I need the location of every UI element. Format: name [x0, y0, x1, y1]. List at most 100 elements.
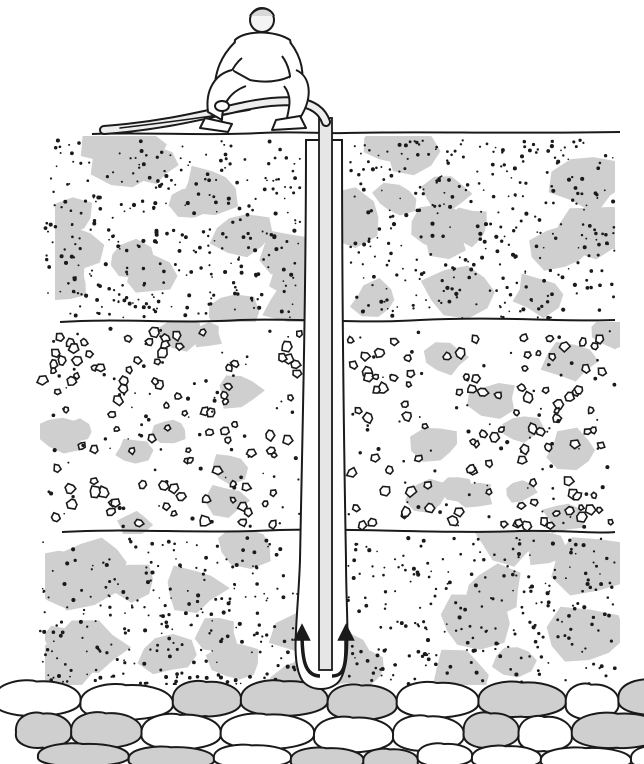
- pebble: [111, 499, 120, 507]
- speckle: [167, 613, 170, 616]
- speckle: [138, 433, 141, 436]
- speckle: [152, 208, 155, 211]
- speckle: [538, 673, 541, 676]
- speckle: [47, 292, 49, 294]
- speckle: [371, 284, 373, 286]
- speckle: [397, 566, 399, 568]
- speckle: [506, 565, 509, 568]
- speckle: [79, 162, 82, 165]
- speckle: [279, 522, 281, 524]
- speckle: [560, 150, 562, 152]
- speckle: [505, 440, 509, 444]
- speckle: [113, 377, 116, 380]
- speckle: [548, 585, 550, 587]
- speckle: [206, 172, 210, 176]
- speckle: [538, 218, 542, 222]
- speckle: [428, 576, 431, 579]
- speckle: [569, 566, 571, 568]
- speckle: [165, 624, 169, 628]
- speckle: [597, 254, 600, 257]
- speckle: [64, 261, 68, 265]
- speckle: [354, 145, 356, 147]
- speckle: [104, 262, 108, 266]
- speckle: [466, 183, 469, 186]
- speckle: [494, 235, 498, 239]
- speckle: [372, 575, 374, 577]
- speckle: [56, 165, 58, 167]
- speckle: [180, 157, 182, 159]
- speckle: [585, 279, 588, 282]
- grey-blotch: [40, 228, 104, 271]
- grey-blotch: [218, 527, 271, 569]
- speckle: [589, 586, 593, 590]
- speckle: [156, 644, 159, 647]
- speckle: [283, 280, 285, 282]
- speckle: [532, 540, 535, 543]
- speckle: [262, 231, 264, 233]
- speckle: [419, 278, 421, 280]
- speckle: [221, 247, 224, 250]
- speckle: [520, 656, 523, 659]
- speckle: [71, 598, 75, 602]
- speckle: [55, 624, 58, 627]
- speckle: [123, 659, 125, 661]
- speckle: [205, 660, 208, 663]
- boulder: [38, 743, 129, 764]
- speckle: [364, 604, 368, 608]
- grey-blotch: [168, 566, 230, 614]
- speckle: [208, 251, 211, 254]
- speckle: [79, 247, 82, 250]
- pebble: [149, 327, 159, 337]
- speckle: [235, 683, 237, 685]
- speckle: [392, 674, 394, 676]
- speckle: [42, 661, 44, 663]
- pebble: [584, 429, 591, 435]
- speckle: [124, 612, 126, 614]
- speckle: [569, 628, 572, 631]
- speckle: [422, 192, 425, 195]
- speckle: [486, 485, 488, 487]
- pebble: [90, 446, 98, 454]
- speckle: [93, 197, 95, 199]
- pebble: [541, 518, 548, 526]
- speckle: [265, 633, 268, 636]
- speckle: [240, 640, 244, 644]
- speckle: [428, 306, 430, 308]
- speckle: [499, 226, 502, 229]
- speckle: [292, 277, 294, 279]
- speckle: [93, 219, 96, 222]
- speckle: [255, 582, 259, 586]
- speckle: [214, 240, 216, 242]
- pebble: [152, 378, 159, 385]
- speckle: [178, 563, 182, 567]
- speckle: [47, 674, 49, 676]
- speckle: [84, 294, 88, 298]
- speckle: [252, 550, 256, 554]
- pebble: [107, 509, 116, 516]
- speckle: [529, 437, 531, 439]
- speckle: [117, 301, 119, 303]
- speckle: [266, 232, 268, 234]
- speckle: [57, 674, 61, 678]
- speckle: [560, 223, 562, 225]
- speckle: [231, 565, 234, 568]
- speckle: [556, 162, 559, 165]
- speckle: [359, 182, 362, 185]
- speckle: [234, 308, 236, 310]
- speckle: [384, 590, 387, 593]
- speckle: [162, 281, 165, 284]
- pebble: [200, 515, 211, 525]
- speckle: [504, 235, 506, 237]
- speckle: [460, 143, 462, 145]
- speckle: [387, 242, 390, 245]
- speckle: [70, 209, 73, 212]
- speckle: [77, 141, 81, 145]
- speckle: [221, 352, 223, 354]
- speckle: [208, 264, 210, 266]
- speckle: [244, 158, 247, 161]
- pebble: [169, 484, 179, 494]
- speckle: [249, 237, 252, 240]
- speckle: [416, 505, 420, 509]
- speckle: [390, 679, 392, 681]
